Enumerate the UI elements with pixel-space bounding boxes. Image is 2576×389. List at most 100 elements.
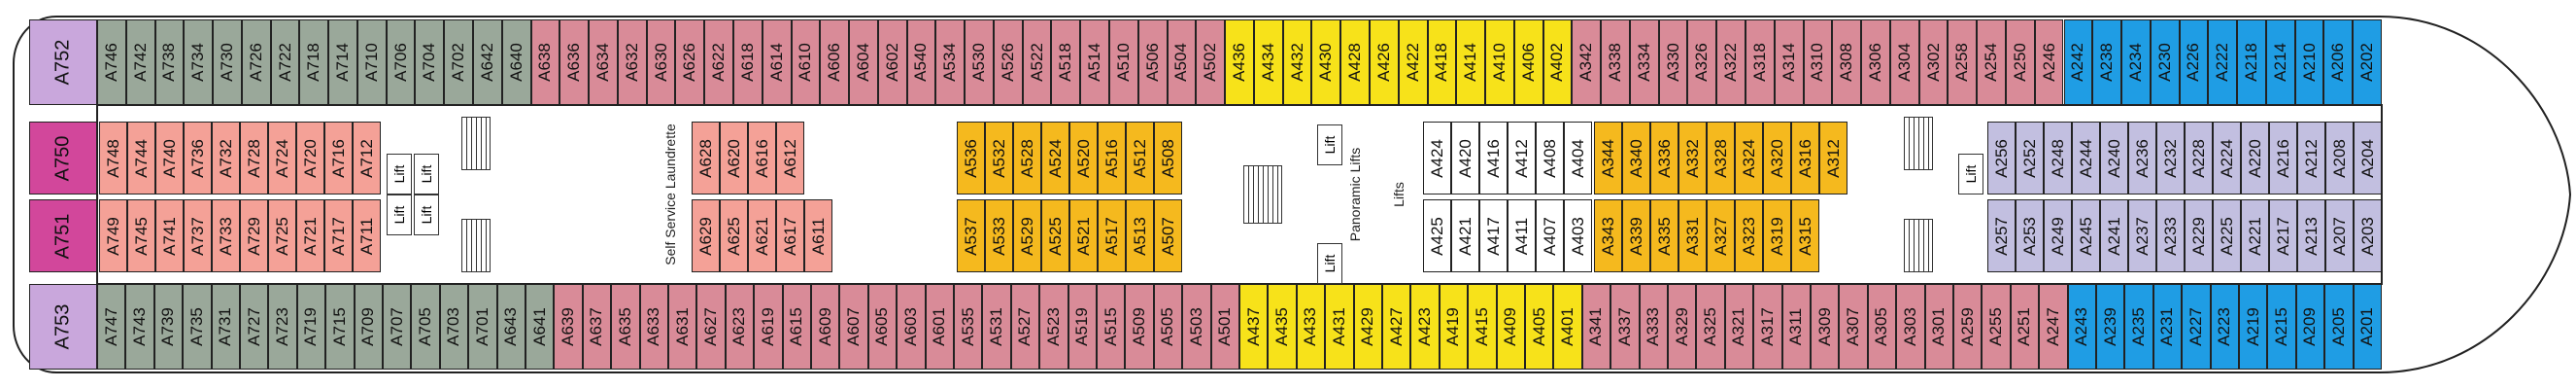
- cabin-a407[interactable]: A407: [1536, 199, 1564, 272]
- cabin-a328[interactable]: A328: [1707, 122, 1735, 194]
- cabin-a622[interactable]: A622: [704, 19, 733, 105]
- cabin-a245[interactable]: A245: [2072, 199, 2100, 272]
- cabin-a736[interactable]: A736: [184, 122, 212, 194]
- cabin-a752[interactable]: A752: [29, 19, 97, 105]
- cabin-a519[interactable]: A519: [1068, 284, 1097, 370]
- cabin-a430[interactable]: A430: [1311, 19, 1341, 105]
- cabin-a423[interactable]: A423: [1410, 284, 1440, 370]
- cabin-a232[interactable]: A232: [2156, 122, 2185, 194]
- cabin-a237[interactable]: A237: [2128, 199, 2156, 272]
- cabin-a411[interactable]: A411: [1508, 199, 1536, 272]
- cabin-a246[interactable]: A246: [2034, 19, 2064, 105]
- cabin-a305[interactable]: A305: [1867, 284, 1897, 370]
- cabin-a507[interactable]: A507: [1154, 199, 1182, 272]
- cabin-a419[interactable]: A419: [1439, 284, 1469, 370]
- cabin-a602[interactable]: A602: [877, 19, 907, 105]
- cabin-a733[interactable]: A733: [212, 199, 240, 272]
- cabin-a243[interactable]: A243: [2067, 284, 2096, 370]
- cabin-a321[interactable]: A321: [1724, 284, 1754, 370]
- cabin-a424[interactable]: A424: [1423, 122, 1451, 194]
- cabin-a718[interactable]: A718: [299, 19, 329, 105]
- cabin-a334[interactable]: A334: [1629, 19, 1659, 105]
- cabin-a501[interactable]: A501: [1210, 284, 1239, 370]
- cabin-a433[interactable]: A433: [1296, 284, 1326, 370]
- cabin-a212[interactable]: A212: [2297, 122, 2325, 194]
- cabin-a329[interactable]: A329: [1668, 284, 1697, 370]
- cabin-a639[interactable]: A639: [554, 284, 583, 370]
- cabin-a719[interactable]: A719: [296, 284, 326, 370]
- cabin-a518[interactable]: A518: [1051, 19, 1081, 105]
- cabin-a302[interactable]: A302: [1918, 19, 1949, 105]
- cabin-a722[interactable]: A722: [270, 19, 300, 105]
- cabin-a306[interactable]: A306: [1861, 19, 1890, 105]
- cabin-a241[interactable]: A241: [2100, 199, 2128, 272]
- cabin-a526[interactable]: A526: [993, 19, 1023, 105]
- cabin-a337[interactable]: A337: [1610, 284, 1640, 370]
- cabin-a320[interactable]: A320: [1763, 122, 1791, 194]
- cabin-a614[interactable]: A614: [762, 19, 792, 105]
- cabin-a531[interactable]: A531: [982, 284, 1011, 370]
- cabin-a522[interactable]: A522: [1022, 19, 1052, 105]
- cabin-a231[interactable]: A231: [2152, 284, 2183, 370]
- cabin-a716[interactable]: A716: [324, 122, 353, 194]
- cabin-a252[interactable]: A252: [2016, 122, 2044, 194]
- cabin-a628[interactable]: A628: [692, 122, 720, 194]
- cabin-a704[interactable]: A704: [415, 19, 445, 105]
- cabin-a744[interactable]: A744: [127, 122, 155, 194]
- cabin-a717[interactable]: A717: [324, 199, 353, 272]
- cabin-a214[interactable]: A214: [2265, 19, 2295, 105]
- cabin-a528[interactable]: A528: [1013, 122, 1041, 194]
- cabin-a751[interactable]: A751: [29, 199, 97, 272]
- cabin-a731[interactable]: A731: [211, 284, 240, 370]
- cabin-a533[interactable]: A533: [985, 199, 1013, 272]
- cabin-a226[interactable]: A226: [2179, 19, 2209, 105]
- cabin-a741[interactable]: A741: [155, 199, 184, 272]
- cabin-a437[interactable]: A437: [1239, 284, 1269, 370]
- cabin-a250[interactable]: A250: [2005, 19, 2035, 105]
- cabin-a244[interactable]: A244: [2072, 122, 2100, 194]
- cabin-a730[interactable]: A730: [213, 19, 242, 105]
- cabin-a505[interactable]: A505: [1153, 284, 1183, 370]
- cabin-a408[interactable]: A408: [1536, 122, 1564, 194]
- cabin-a203[interactable]: A203: [2354, 199, 2382, 272]
- cabin-a530[interactable]: A530: [965, 19, 994, 105]
- cabin-a626[interactable]: A626: [675, 19, 705, 105]
- cabin-a513[interactable]: A513: [1126, 199, 1154, 272]
- cabin-a640[interactable]: A640: [501, 19, 531, 105]
- cabin-a630[interactable]: A630: [646, 19, 676, 105]
- cabin-a249[interactable]: A249: [2044, 199, 2072, 272]
- cabin-a227[interactable]: A227: [2182, 284, 2211, 370]
- cabin-a228[interactable]: A228: [2185, 122, 2213, 194]
- cabin-a715[interactable]: A715: [325, 284, 355, 370]
- cabin-a517[interactable]: A517: [1098, 199, 1126, 272]
- cabin-a222[interactable]: A222: [2208, 19, 2238, 105]
- cabin-a615[interactable]: A615: [782, 284, 811, 370]
- cabin-a514[interactable]: A514: [1080, 19, 1110, 105]
- cabin-a737[interactable]: A737: [184, 199, 212, 272]
- cabin-a341[interactable]: A341: [1581, 284, 1611, 370]
- cabin-a504[interactable]: A504: [1167, 19, 1197, 105]
- cabin-a303[interactable]: A303: [1896, 284, 1925, 370]
- cabin-a344[interactable]: A344: [1594, 122, 1622, 194]
- cabin-a601[interactable]: A601: [925, 284, 954, 370]
- cabin-a725[interactable]: A725: [268, 199, 296, 272]
- cabin-a721[interactable]: A721: [296, 199, 324, 272]
- cabin-a621[interactable]: A621: [748, 199, 776, 272]
- cabin-a314[interactable]: A314: [1774, 19, 1804, 105]
- cabin-a723[interactable]: A723: [268, 284, 297, 370]
- cabin-a340[interactable]: A340: [1622, 122, 1650, 194]
- cabin-a220[interactable]: A220: [2241, 122, 2269, 194]
- cabin-a412[interactable]: A412: [1508, 122, 1536, 194]
- cabin-a536[interactable]: A536: [957, 122, 985, 194]
- cabin-a604[interactable]: A604: [849, 19, 878, 105]
- cabin-a253[interactable]: A253: [2016, 199, 2044, 272]
- cabin-a641[interactable]: A641: [525, 284, 555, 370]
- cabin-a316[interactable]: A316: [1791, 122, 1819, 194]
- cabin-a743[interactable]: A743: [125, 284, 154, 370]
- cabin-a623[interactable]: A623: [725, 284, 755, 370]
- cabin-a219[interactable]: A219: [2239, 284, 2268, 370]
- cabin-a637[interactable]: A637: [582, 284, 612, 370]
- cabin-a318[interactable]: A318: [1746, 19, 1775, 105]
- cabin-a312[interactable]: A312: [1819, 122, 1847, 194]
- cabin-a629[interactable]: A629: [692, 199, 720, 272]
